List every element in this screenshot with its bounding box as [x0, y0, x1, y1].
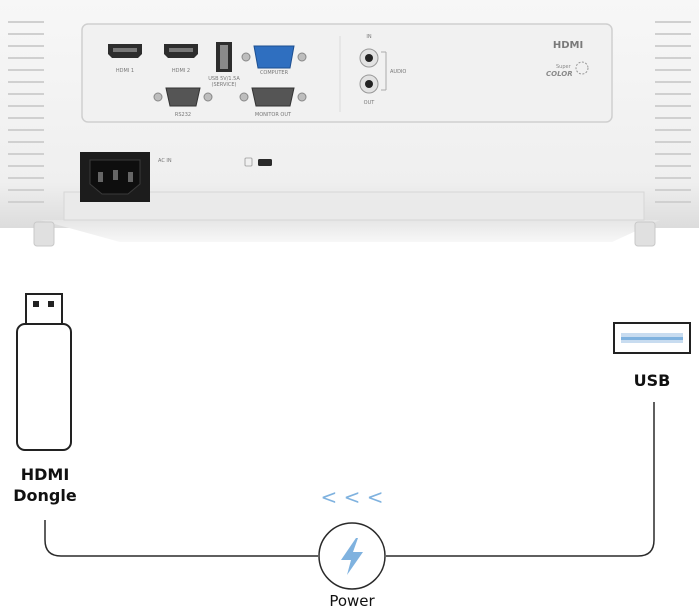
left-vent	[8, 21, 44, 203]
rs232-label: RS232	[175, 112, 191, 118]
svg-text:HDMI: HDMI	[553, 40, 583, 51]
power-node	[318, 522, 386, 590]
hdmi-1-port: HDMI 1	[108, 44, 142, 74]
io-panel	[81, 23, 613, 123]
flow-direction-arrows: < < <	[321, 485, 384, 509]
usb-label: USB	[633, 371, 671, 390]
hdmi-logo: HDMI	[553, 40, 583, 51]
right-foot	[634, 221, 656, 247]
power-label: Power	[329, 592, 375, 610]
ac-power-inlet: AC IN	[80, 152, 172, 202]
usb-service-port: USB 5V/1.5A (SERVICE)	[208, 42, 240, 88]
security-lock-slot	[244, 157, 272, 167]
hdmi-1-label: HDMI 1	[116, 68, 134, 74]
hdmi-dongle-label: HDMI Dongle	[0, 464, 90, 506]
computer-label: COMPUTER	[260, 70, 289, 76]
monitor-out-label: MONITOR OUT	[255, 112, 292, 118]
svg-text:COLOR: COLOR	[546, 70, 573, 78]
projector-rear: HDMI 1 HDMI 2 USB 5V/1.5A (SERVICE) COMP…	[0, 0, 699, 247]
audio-in-label: IN	[366, 34, 371, 40]
left-foot	[33, 221, 55, 247]
audio-out-label: OUT	[364, 100, 376, 106]
hdmi-dongle-icon	[16, 293, 72, 451]
computer-vga-port: COMPUTER	[241, 45, 307, 76]
usb-port-icon	[613, 322, 691, 354]
hdmi-2-label: HDMI 2	[172, 68, 190, 74]
right-vent	[655, 21, 691, 203]
audio-label: AUDIO	[390, 69, 406, 75]
supercolor-logo: Super COLOR	[546, 61, 589, 78]
hdmi-2-port: HDMI 2	[164, 44, 198, 74]
ac-in-label: AC IN	[158, 158, 172, 164]
hdmi-dongle-label-line1: HDMI	[20, 465, 70, 484]
monitor-out-port: MONITOR OUT	[239, 87, 307, 118]
hdmi-dongle-label-line2: Dongle	[13, 486, 77, 505]
usb-service-sublabel: (SERVICE)	[212, 82, 237, 88]
usb-service-label: USB 5V/1.5A	[208, 76, 240, 82]
connection-line	[44, 402, 655, 557]
audio-ports: IN OUT AUDIO	[359, 34, 406, 106]
rs232-port: RS232	[153, 87, 213, 118]
lightning-bolt-icon	[341, 538, 363, 575]
svg-text:Super: Super	[556, 64, 572, 70]
